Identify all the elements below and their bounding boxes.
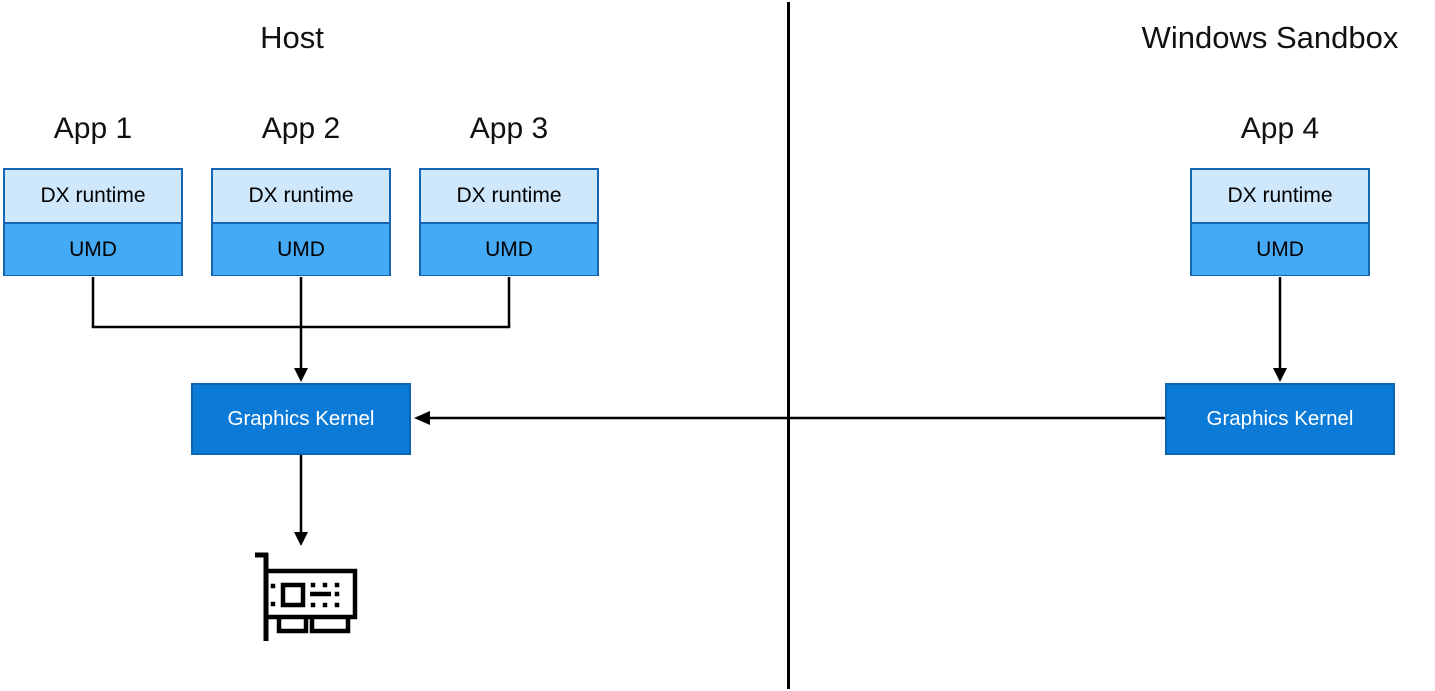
app1-label: App 1 <box>53 112 133 145</box>
app2-stack: DX runtime UMD <box>211 168 391 276</box>
app3-dx-runtime-box: DX runtime <box>421 170 597 224</box>
app3-stack: DX runtime UMD <box>419 168 599 276</box>
app4-dx-runtime-box: DX runtime <box>1192 170 1368 224</box>
arrowhead-into-host-kernel <box>294 368 308 382</box>
host-section-title: Host <box>260 20 324 55</box>
app1-umd-box: UMD <box>5 224 181 275</box>
app3-umd-box: UMD <box>421 224 597 275</box>
sandbox-graphics-kernel-box: Graphics Kernel <box>1165 383 1395 455</box>
app4-umd-box: UMD <box>1192 224 1368 275</box>
app4-label: App 4 <box>1240 112 1320 145</box>
app2-umd-box: UMD <box>213 224 389 275</box>
host-sandbox-divider <box>787 2 790 689</box>
app1-stack: DX runtime UMD <box>3 168 183 276</box>
sandbox-section-title: Windows Sandbox <box>1141 20 1399 55</box>
app2-label: App 2 <box>261 112 341 145</box>
app1-dx-runtime-box: DX runtime <box>5 170 181 224</box>
gpu-card-icon <box>255 552 358 641</box>
arrowhead-into-gpu <box>294 532 308 546</box>
host-graphics-kernel-box: Graphics Kernel <box>191 383 411 455</box>
app3-label: App 3 <box>469 112 549 145</box>
arrowhead-into-sandbox-kernel <box>1273 368 1287 382</box>
app4-stack: DX runtime UMD <box>1190 168 1370 276</box>
arrowhead-into-host-kernel-side <box>414 411 430 425</box>
app2-dx-runtime-box: DX runtime <box>213 170 389 224</box>
